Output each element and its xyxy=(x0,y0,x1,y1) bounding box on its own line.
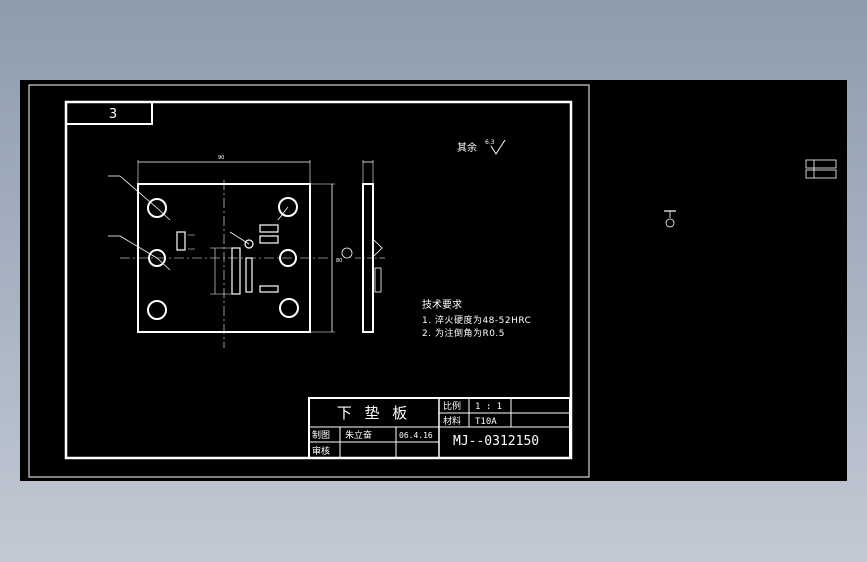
plate-front-view: 90 80 xyxy=(108,155,342,348)
svg-text:90: 90 xyxy=(218,155,224,161)
scale-label: 比例 xyxy=(443,400,461,412)
part-name: 下 垫 板 xyxy=(337,404,412,422)
roughness-symbol xyxy=(490,139,506,155)
plate-side-view xyxy=(341,160,386,333)
cad-drawing[interactable]: 3 其余 6.3 90 80 xyxy=(20,80,847,481)
checked-label: 审核 xyxy=(312,445,330,457)
sheet-outer-frame xyxy=(28,84,590,478)
tech-requirement-2: 2. 为注倒角为R0.5 xyxy=(422,327,505,339)
drawn-by: 朱立奋 xyxy=(345,429,372,441)
drawn-label: 制图 xyxy=(312,429,330,441)
scale-value: 1 : 1 xyxy=(475,402,502,412)
drawing-number: MJ--0312150 xyxy=(453,434,539,449)
title-block xyxy=(308,397,571,459)
tech-requirements-heading: 技术要求 xyxy=(422,298,462,311)
number-box-text: 3 xyxy=(109,107,117,122)
material-label: 材料 xyxy=(443,415,461,427)
tech-requirement-1: 1. 淬火硬度为48-52HRC xyxy=(422,314,531,326)
drawing-date: 06.4.16 xyxy=(399,431,433,440)
cad-viewport[interactable]: 3 其余 6.3 90 80 xyxy=(20,80,847,481)
material-value: T10A xyxy=(475,417,497,427)
surface-roughness-value: 6.3 xyxy=(485,139,495,146)
surface-note: 其余 xyxy=(457,141,477,154)
svg-text:80: 80 xyxy=(336,258,342,264)
stray-symbols xyxy=(664,159,837,228)
number-box xyxy=(65,101,153,125)
